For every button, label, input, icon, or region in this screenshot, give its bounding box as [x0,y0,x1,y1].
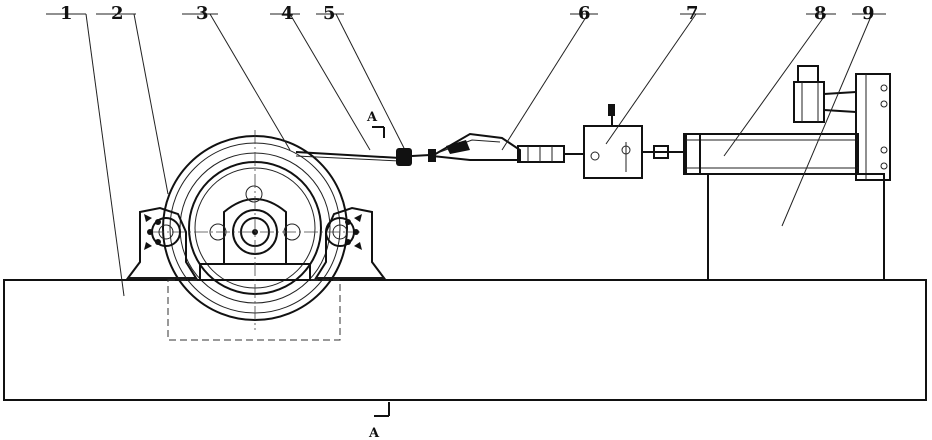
section-label-top: A [366,110,378,125]
left-roller-support [128,208,196,278]
cable [296,152,400,161]
callout-3: 3 [196,3,209,24]
cable-clamp [396,148,436,166]
callout-2: 2 [111,3,124,24]
callout-1: 1 [60,3,73,24]
right-roller-support [316,208,384,278]
base-frame [4,280,926,400]
callout-6: 6 [578,3,591,24]
callout-5: 5 [323,3,336,24]
section-marker-bottom: A [368,402,389,440]
cylinder-pedestal [708,174,884,280]
callout-8: 8 [814,3,827,24]
leader-lines [46,14,886,296]
hydraulic-cylinder [684,66,890,180]
tension-link [432,134,584,162]
callout-9: 9 [862,3,875,24]
section-label-bottom: A [368,426,380,440]
section-marker-top: A [366,110,384,138]
callout-4: 4 [281,3,294,24]
wheel-assembly [150,130,360,330]
callout-7: 7 [686,3,699,24]
load-cell [584,104,686,178]
